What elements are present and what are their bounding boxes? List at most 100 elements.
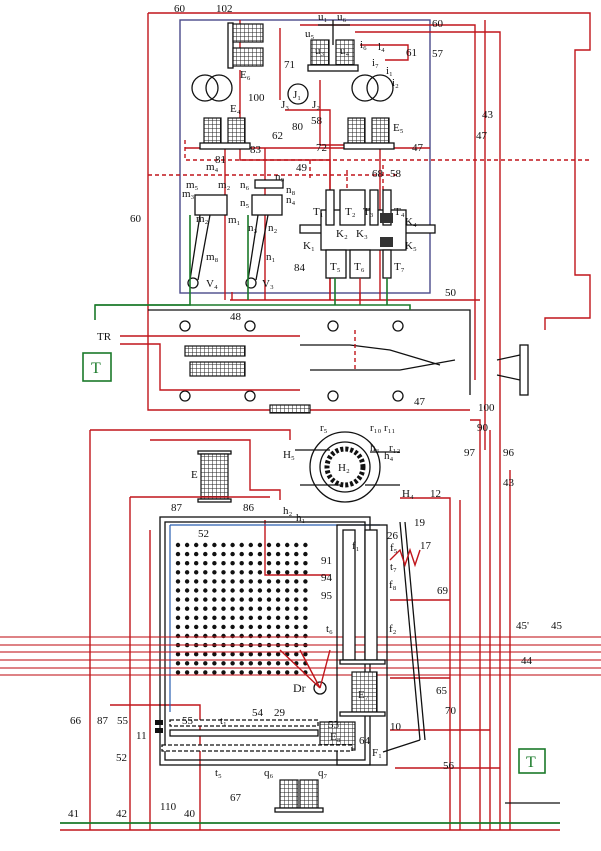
matrix-dot	[203, 652, 208, 657]
coil-E	[197, 450, 232, 503]
label: 71	[284, 59, 295, 71]
T-box-right	[518, 748, 546, 774]
matrix-dot	[184, 588, 190, 593]
matrix-dot	[285, 661, 290, 666]
label: i₆	[360, 39, 367, 51]
matrix-dot	[194, 597, 199, 602]
matrix-dot	[212, 652, 217, 657]
matrix-dot	[184, 670, 190, 675]
matrix-dot	[266, 561, 272, 566]
label: u₁	[318, 11, 328, 23]
label: 17	[420, 540, 432, 552]
label: 70	[445, 705, 457, 717]
matrix-dot	[230, 652, 235, 657]
coil-E6	[227, 22, 264, 69]
label: n₄	[286, 194, 296, 206]
distributor-H2	[295, 431, 400, 503]
matrix-dot	[230, 597, 235, 602]
matrix-dot	[257, 570, 263, 575]
label: t₁	[220, 715, 227, 727]
matrix-dot	[221, 652, 226, 657]
matrix-dot	[257, 652, 263, 657]
label: 10	[390, 721, 402, 733]
matrix-dot	[248, 606, 253, 611]
label: 47	[414, 396, 426, 408]
matrix-dot	[266, 670, 272, 675]
label: H₂	[338, 462, 350, 474]
matrix-dot	[175, 570, 181, 575]
label: l₄	[378, 41, 385, 53]
matrix-dot	[285, 624, 290, 630]
matrix-dot	[184, 652, 190, 657]
label: 67	[230, 792, 242, 804]
matrix-dot	[303, 570, 308, 575]
matrix-dot	[294, 606, 299, 611]
label: 91	[321, 555, 332, 567]
label: q₆	[264, 767, 274, 779]
label: 45	[551, 620, 563, 632]
label: 40	[184, 808, 196, 820]
label: m₅	[186, 179, 199, 191]
matrix-dot	[221, 542, 226, 548]
matrix-dot	[257, 661, 263, 666]
coil-E5	[343, 117, 395, 150]
label: n₅	[240, 197, 250, 209]
matrix-dot	[303, 652, 308, 657]
T-label: T	[91, 360, 101, 377]
matrix-dot	[239, 542, 244, 548]
matrix-dot	[248, 561, 253, 566]
matrix-dot	[203, 661, 208, 666]
matrix-dot	[239, 670, 244, 675]
matrix-dot	[266, 570, 272, 575]
label: 56	[443, 760, 455, 772]
label: J₂	[312, 99, 320, 111]
matrix-dot	[275, 624, 281, 630]
matrix-dot	[194, 551, 199, 557]
label: f₅	[390, 542, 398, 554]
matrix-dot	[257, 561, 263, 566]
matrix-dot	[203, 597, 208, 602]
lower-wiring	[89, 419, 511, 830]
matrix-dot	[203, 542, 208, 548]
label: h₄	[384, 450, 394, 462]
label: 26	[387, 530, 399, 542]
matrix-dot	[175, 588, 181, 593]
matrix-dot	[175, 542, 181, 548]
matrix-dot	[194, 615, 199, 620]
matrix-dot	[285, 561, 290, 566]
matrix-dot	[230, 551, 235, 557]
label: 81	[215, 154, 226, 166]
label: 64	[359, 735, 371, 747]
matrix-dot	[221, 606, 226, 611]
matrix-dot	[175, 661, 181, 666]
matrix-dot	[248, 624, 253, 630]
label: T₃	[363, 206, 374, 218]
upper-frame	[179, 19, 431, 294]
label: 43	[503, 477, 515, 489]
matrix-dot	[184, 615, 190, 620]
label: TR	[97, 331, 112, 343]
matrix-dot	[175, 670, 181, 675]
label: r₁₂	[389, 442, 400, 454]
label: 47	[476, 130, 488, 142]
matrix-dot	[275, 570, 281, 575]
matrix-dot	[294, 652, 299, 657]
label: E₅	[393, 122, 404, 134]
matrix-dot	[203, 670, 208, 675]
matrix-dot	[194, 624, 199, 630]
matrix-dot	[285, 551, 290, 557]
matrix-dot	[303, 579, 308, 584]
matrix-dot	[221, 588, 226, 593]
matrix-dot	[275, 561, 281, 566]
matrix-dot	[212, 561, 217, 566]
matrix-dot	[275, 652, 281, 657]
label: 55	[117, 715, 129, 727]
matrix-dot	[203, 615, 208, 620]
matrix-dot	[266, 615, 272, 620]
dot-matrix	[175, 542, 308, 675]
matrix-dot	[184, 606, 190, 611]
matrix-dot	[257, 542, 263, 548]
matrix-dot	[194, 588, 199, 593]
matrix-dot	[294, 570, 299, 575]
